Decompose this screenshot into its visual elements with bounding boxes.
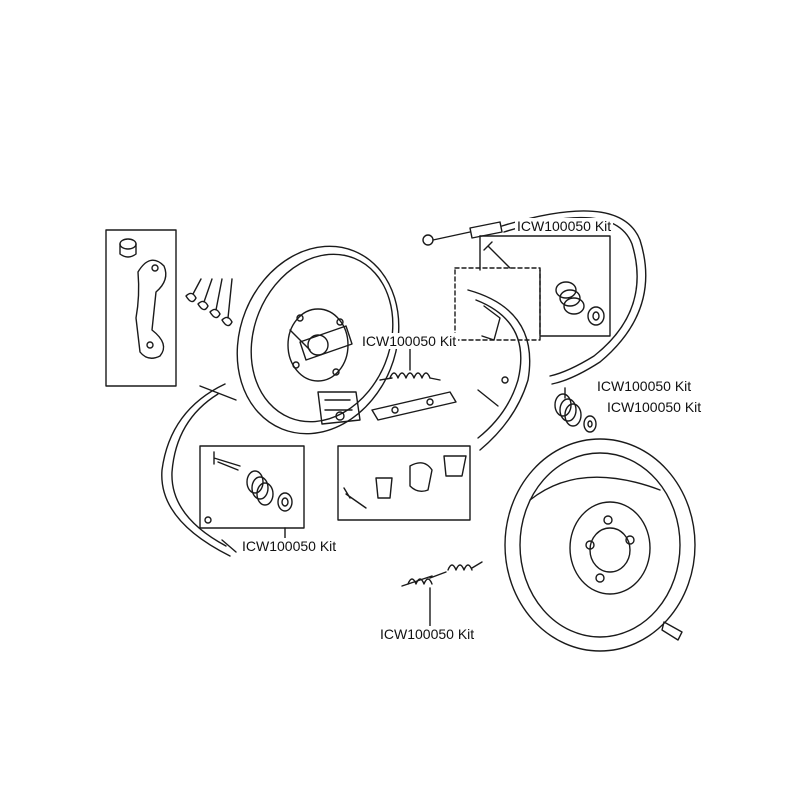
handbrake-cable [422, 210, 647, 385]
hold-down-pin-left [213, 451, 241, 471]
callout-lower-left-kit: ICW100050 Kit [240, 538, 339, 554]
right-brake-shoe [467, 289, 531, 451]
hold-down-washer-left [277, 492, 293, 512]
callout-upper-right-kit: ICW100050 Kit [515, 218, 614, 234]
callout-lower-spring-kit: ICW100050 Kit [378, 626, 477, 642]
lower-left-kit-box [199, 445, 305, 539]
adjuster-strut [371, 391, 457, 421]
upper-right-kit-box [479, 235, 611, 337]
left-brake-shoe [161, 383, 237, 557]
brake-drum [504, 438, 696, 652]
callout-right-washer-kit: ICW100050 Kit [605, 399, 704, 415]
small-parts-box [337, 445, 471, 521]
drum-screw [661, 621, 683, 641]
callout-upper-spring-kit: ICW100050 Kit [360, 333, 459, 349]
lower-spring-pair [401, 561, 483, 631]
handbrake-lever [119, 238, 167, 359]
backing-plate [236, 245, 400, 435]
right-shoe-dashed-box [454, 267, 541, 341]
upper-spring [379, 372, 441, 381]
right-spring-washer [554, 393, 597, 433]
lever-group-box [105, 229, 177, 387]
callout-right-spring-kit: ICW100050 Kit [595, 378, 694, 394]
retaining-clips [185, 278, 233, 327]
hold-down-spring-left [246, 470, 274, 506]
